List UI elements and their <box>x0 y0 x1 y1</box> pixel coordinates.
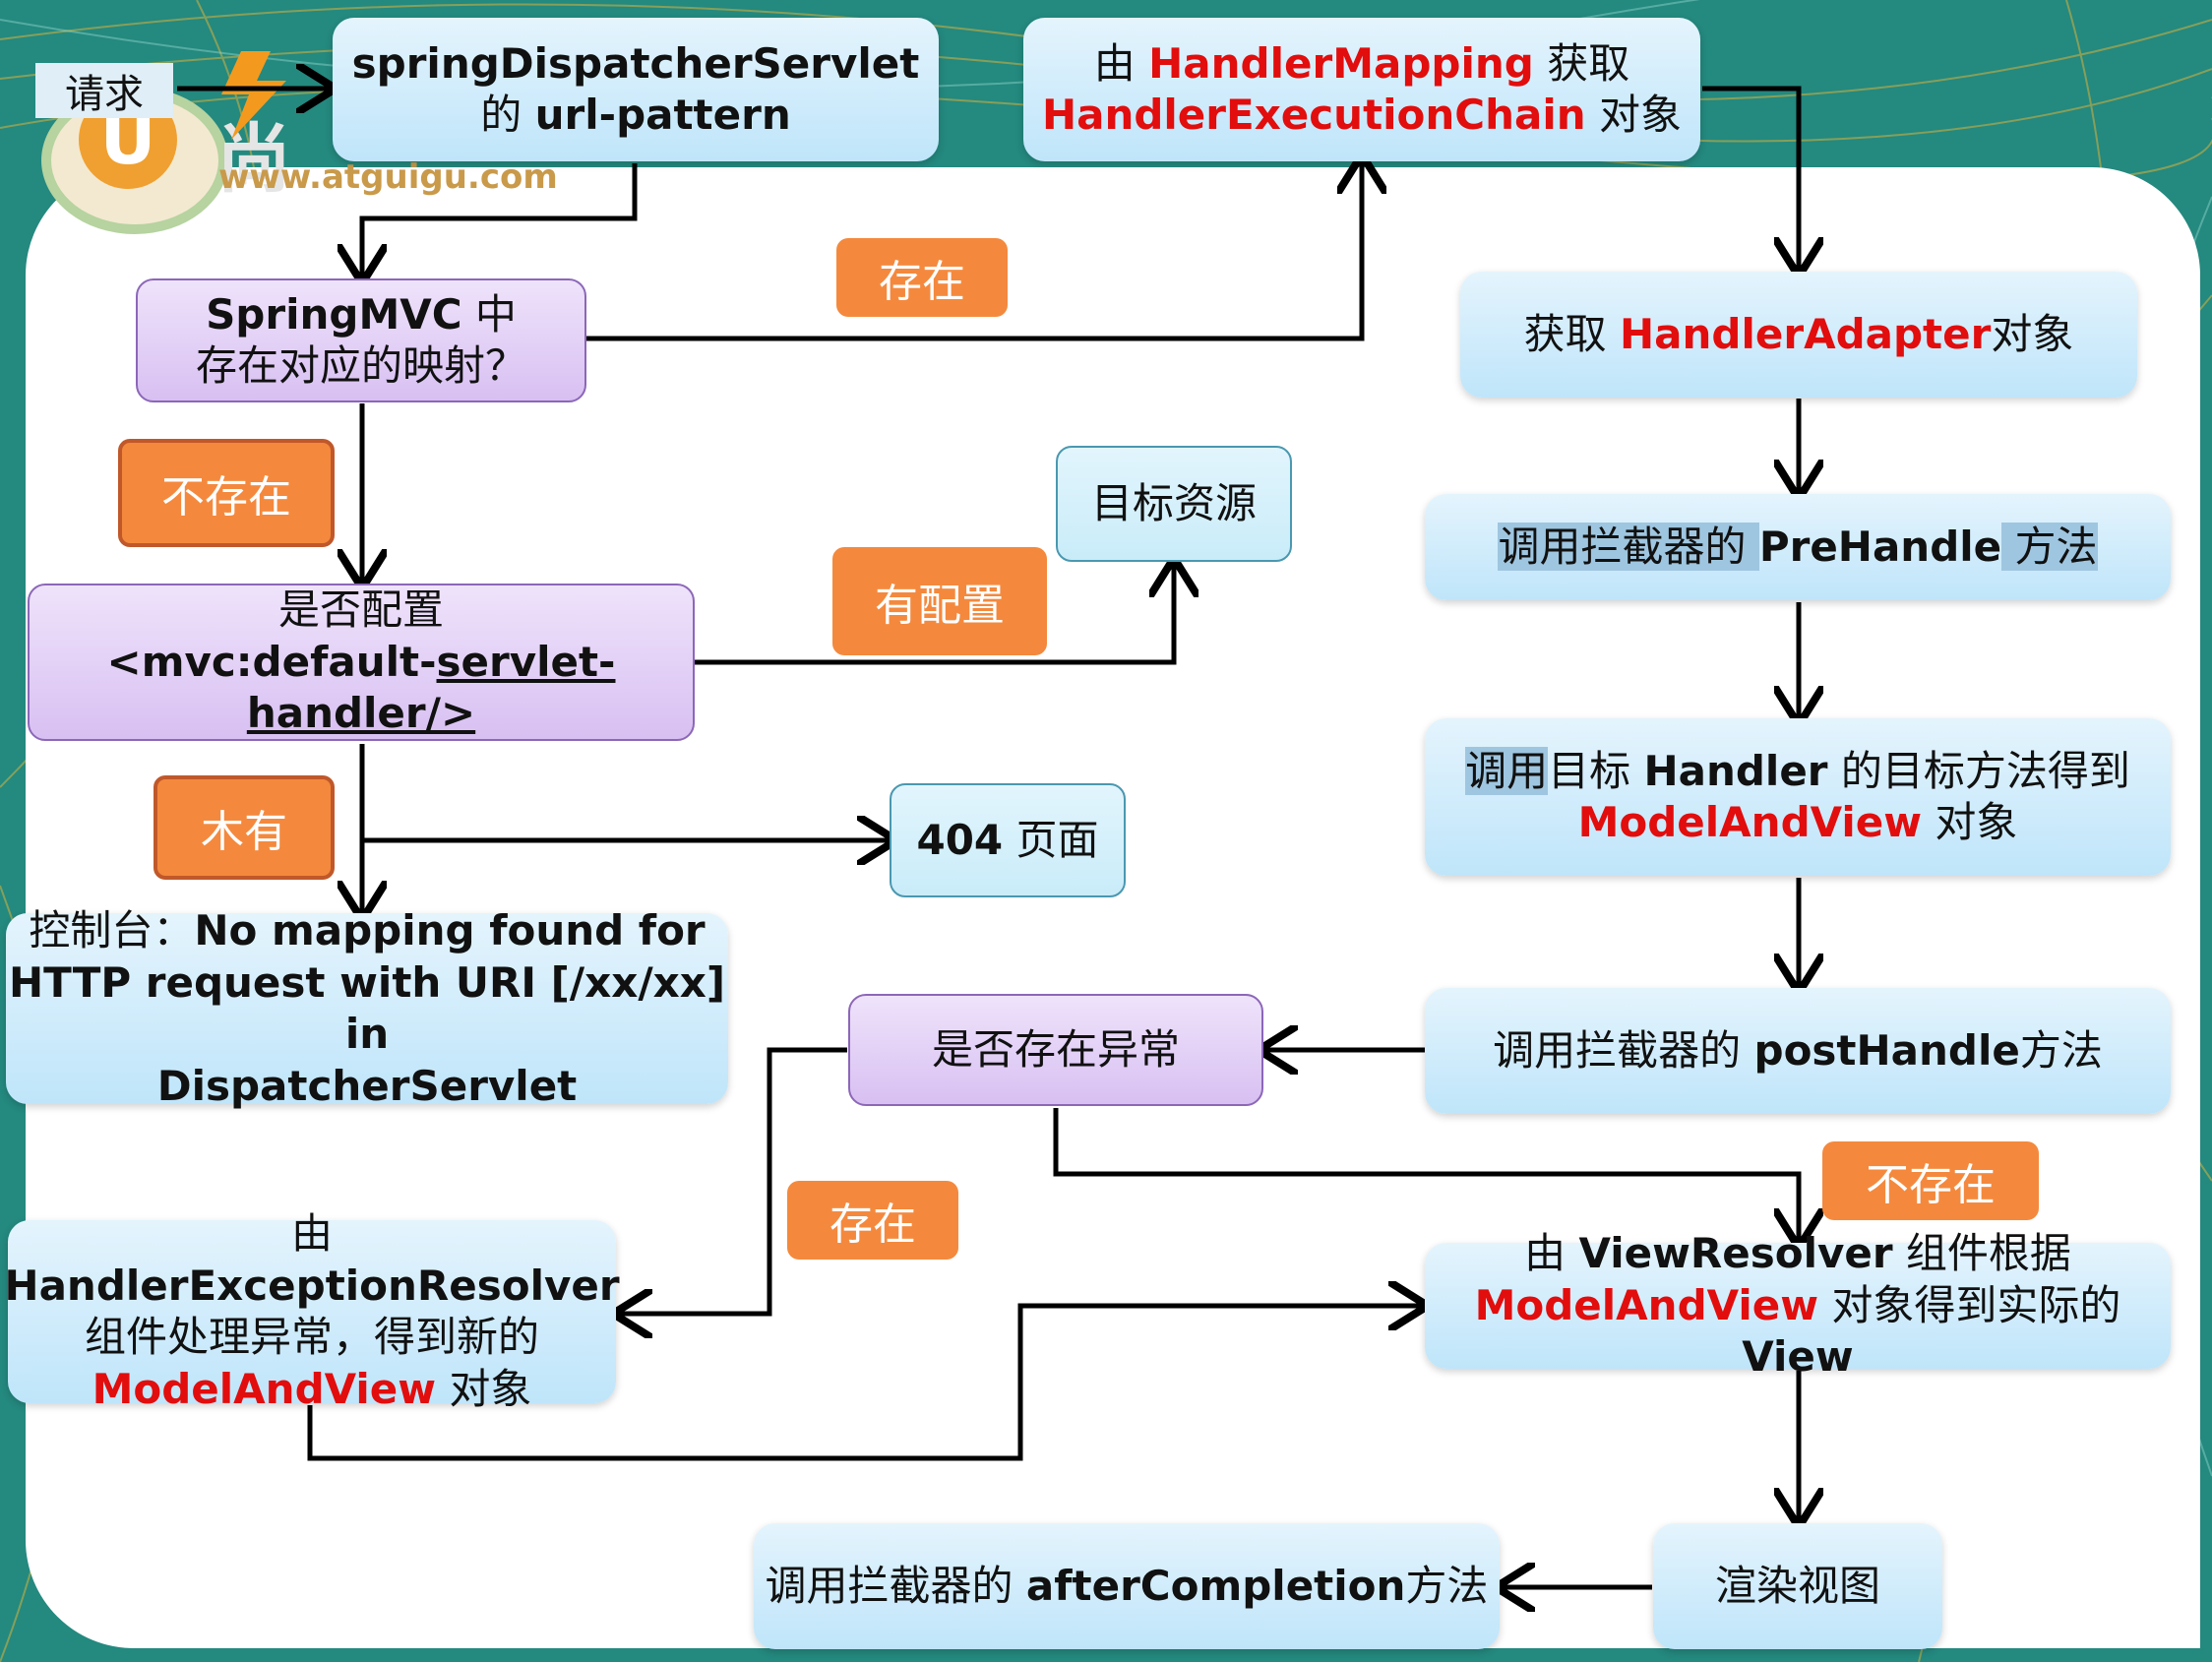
console-line3: DispatcherServlet <box>156 1061 578 1110</box>
exception-check-label: 是否存在异常 <box>931 1024 1180 1074</box>
execution-chain-suffix: 对象 <box>1585 91 1683 139</box>
handler-adapter-suffix: 对象 <box>1991 309 2074 358</box>
handler-adapter-node: 获取 HandlerAdapter对象 <box>1460 272 2137 398</box>
default-servlet-node: 是否配置 <mvc:default-servlet- handler/> <box>28 584 695 741</box>
page-404-label: 页面 <box>1003 815 1099 864</box>
view-resolver-view-keyword: View <box>1742 1332 1854 1382</box>
arrow-dispatcher-to-mapping <box>362 163 638 278</box>
handler-adapter-keyword: HandlerAdapter <box>1620 309 1992 358</box>
arrow-exceptioncheck-to-resolver <box>618 1047 847 1314</box>
logo-text: 尚 <box>216 115 291 203</box>
target-resource-node: 目标资源 <box>1056 446 1292 562</box>
posthandle-keyword: postHandle <box>1753 1025 2020 1075</box>
invoke-mav-suffix: 对象 <box>1922 798 2018 846</box>
view-resolver-mav-keyword: ModelAndView <box>1474 1280 1819 1329</box>
dispatcher-line1: springDispatcherServlet <box>351 38 920 88</box>
posthandle-suffix: 方法 <box>2019 1025 2103 1075</box>
prehandle-keyword: PreHandle <box>1758 522 2002 571</box>
default-servlet-line2a: <mvc:default- <box>106 637 437 686</box>
label-exists-bottom: 存在 <box>787 1181 958 1260</box>
resolver-line2: 组件处理异常，得到新的 <box>84 1313 539 1361</box>
after-completion-node: 调用拦截器的 afterCompletion方法 <box>754 1523 1500 1649</box>
lightning-icon <box>221 51 286 140</box>
target-resource-label: 目标资源 <box>1090 478 1257 527</box>
after-completion-suffix: 方法 <box>1405 1561 1489 1610</box>
exception-resolver-node: 由 HandlerExceptionResolver 组件处理异常，得到新的 M… <box>4 1209 619 1413</box>
label-none: 木有 <box>154 775 335 880</box>
dispatcher-line2-prefix: 的 <box>480 91 535 139</box>
label-not-exists-right: 不存在 <box>1822 1141 2039 1220</box>
view-resolver-suffix: 组件根据 <box>1892 1229 2071 1278</box>
handler-mapping-suffix: 获取 <box>1533 38 1630 88</box>
handler-mapping-prefix: 由 <box>1093 38 1149 88</box>
resolver-mav-keyword: ModelAndView <box>92 1364 437 1413</box>
springmvc-question: 存在对应的映射？ <box>195 341 526 390</box>
view-resolver-prefix: 由 <box>1524 1229 1579 1278</box>
request-label: 请求 <box>35 63 173 118</box>
label-exists-top: 存在 <box>836 238 1008 317</box>
resolver-keyword: HandlerExceptionResolver <box>4 1261 620 1310</box>
console-line1: No mapping found for <box>194 906 706 954</box>
view-resolver-node: 由 ViewResolver 组件根据 ModelAndView 对象得到实际的… <box>1425 1229 2171 1381</box>
arrow-handlermapping-to-adapter <box>1702 86 1799 272</box>
label-not-exists-left: 不存在 <box>118 439 335 547</box>
default-servlet-line2b: servlet- <box>436 637 616 686</box>
prehandle-node: 调用拦截器的 PreHandle 方法 <box>1425 494 2171 600</box>
exception-check-node: 是否存在异常 <box>848 994 1263 1106</box>
invoke-suffix: 的目标方法得到 <box>1827 746 2130 795</box>
after-completion-keyword: afterCompletion <box>1025 1561 1406 1610</box>
springmvc-suffix: 中 <box>461 289 517 339</box>
invoke-prefix: 调用 <box>1465 746 1549 795</box>
view-resolver-keyword: ViewResolver <box>1578 1229 1893 1278</box>
default-servlet-line3: handler/> <box>246 689 476 738</box>
page-404-code: 404 <box>916 815 1004 864</box>
dispatcher-node: springDispatcherServlet 的 url-pattern <box>333 18 939 161</box>
handler-mapping-node: 由 HandlerMapping 获取 HandlerExecutionChai… <box>1023 18 1700 161</box>
arrow-exceptioncheck-to-viewresolver <box>1053 1108 1799 1243</box>
springmvc-keyword: SpringMVC <box>206 289 462 339</box>
arrow-defaultservlet-to-target <box>694 563 1174 665</box>
invoke-handler-keyword: Handler <box>1643 746 1828 795</box>
invoke-mav-keyword: ModelAndView <box>1577 798 1923 846</box>
execution-chain-keyword: HandlerExecutionChain <box>1041 91 1586 139</box>
view-resolver-mid: 对象得到实际的 <box>1818 1280 2121 1329</box>
after-completion-prefix: 调用拦截器的 <box>765 1561 1026 1610</box>
console-line2: HTTP request with URI [/xx/xx] in <box>8 957 726 1059</box>
arrow-mapping-to-handlermapping <box>584 159 1362 341</box>
dispatcher-url-pattern: url-pattern <box>534 91 791 139</box>
prehandle-suffix: 方法 <box>2001 522 2098 571</box>
render-view-label: 渲染视图 <box>1714 1561 1880 1610</box>
handler-adapter-prefix: 获取 <box>1523 309 1621 358</box>
invoke-handler-node: 调用目标 Handler 的目标方法得到 ModelAndView 对象 <box>1425 718 2171 876</box>
console-node: 控制台：No mapping found for HTTP request wi… <box>6 906 728 1110</box>
default-servlet-line1: 是否配置 <box>277 585 444 635</box>
logo-url: www.atguigu.com <box>218 157 558 197</box>
page-404-node: 404 页面 <box>890 783 1126 897</box>
label-has-config: 有配置 <box>832 547 1047 655</box>
prehandle-prefix: 调用拦截器的 <box>1498 522 1759 571</box>
springmvc-mapping-node: SpringMVC 中 存在对应的映射？ <box>136 278 586 402</box>
invoke-target: 目标 <box>1548 746 1644 795</box>
handler-mapping-keyword: HandlerMapping <box>1148 38 1534 88</box>
render-view-node: 渲染视图 <box>1653 1523 1942 1649</box>
resolver-mav-suffix: 对象 <box>436 1364 532 1413</box>
posthandle-node: 调用拦截器的 postHandle方法 <box>1425 988 2171 1114</box>
console-prefix: 控制台： <box>29 906 195 954</box>
posthandle-prefix: 调用拦截器的 <box>1493 1025 1754 1075</box>
resolver-prefix: 由 <box>291 1209 334 1258</box>
arrow-resolver-to-viewresolver <box>307 1306 1423 1461</box>
